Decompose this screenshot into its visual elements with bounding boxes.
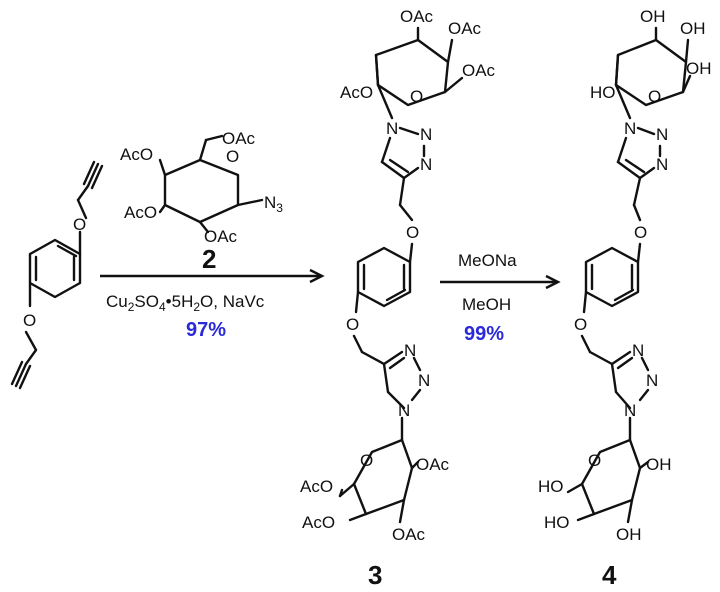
reagent-2-aco-4: AcO — [120, 145, 153, 164]
c3-bottom-oac-2: OAc — [416, 455, 450, 474]
c3-top-triazole-n3: N — [420, 155, 432, 174]
reaction-step-1: Cu2SO4•5H2O, NaVc 97% — [100, 268, 325, 341]
compound-3-label: 3 — [368, 560, 382, 590]
c4-top-ho-2: HO — [590, 83, 616, 102]
c3-top-oac-3: OAc — [448, 19, 482, 38]
c3-bottom-triazole-n3: N — [404, 341, 416, 360]
c3-bottom-oac-3: OAc — [392, 525, 426, 544]
c4-bottom-triazole-n2: N — [646, 371, 658, 390]
compound-4-label: 4 — [602, 560, 617, 590]
c4-bottom-ring-oxygen: O — [588, 451, 601, 470]
c4-bottom-oh-3: OH — [616, 525, 642, 544]
c3-bottom-aco-6: AcO — [300, 477, 333, 496]
sm-oxygen-top: O — [73, 215, 86, 234]
step-2-solvent: MeOH — [462, 295, 511, 314]
c3-ether-oxygen-bottom: O — [346, 315, 359, 334]
c3-top-oac-6: OAc — [462, 61, 496, 80]
c4-top-oh-4: OH — [640, 7, 666, 26]
c3-bottom-ring-oxygen: O — [360, 451, 373, 470]
c3-top-ring-oxygen: O — [410, 87, 423, 106]
c4-top-triazole-n3: N — [656, 155, 668, 174]
reagent-2-azide: N3 — [264, 193, 283, 215]
c4-ether-oxygen-bottom: O — [574, 315, 587, 334]
c3-bottom-triazole-n1: N — [398, 401, 410, 420]
sm-benzene-ring — [28, 238, 82, 299]
starting-material: O O — [10, 160, 104, 390]
c3-top-oac-4: OAc — [400, 7, 434, 26]
c3-ether-oxygen-top: O — [406, 223, 419, 242]
c4-top-ring-oxygen: O — [648, 87, 661, 106]
compound-2-label: 2 — [202, 244, 216, 274]
c4-bottom-triazole-n3: N — [632, 341, 644, 360]
c3-top-triazole-n1: N — [386, 119, 398, 138]
reagent-2-oac-2: OAc — [204, 227, 238, 246]
c3-top-triazole-n2: N — [420, 125, 432, 144]
c4-bottom-triazole-n1: N — [624, 401, 636, 420]
c4-bottom-ho-6: HO — [538, 477, 564, 496]
reagent-2-ring-oxygen: O — [226, 147, 239, 166]
step-2-reagent: MeONa — [458, 251, 517, 270]
c4-bottom-oh-2: OH — [646, 455, 672, 474]
c4-top-triazole-n2: N — [656, 125, 668, 144]
c4-ether-oxygen-top: O — [634, 223, 647, 242]
c4-top-oh-3: OH — [680, 19, 706, 38]
compound-4-structure: O OH OH OH HO N N N O O — [538, 7, 712, 590]
reagent-2-aco-3: AcO — [124, 203, 157, 222]
reagent-2-oac-6: OAc — [222, 129, 256, 148]
step-1-conditions: Cu2SO4•5H2O, NaVc — [106, 292, 265, 314]
c4-bottom-ho-4: HO — [544, 513, 570, 532]
c3-bottom-triazole-n2: N — [418, 371, 430, 390]
c3-top-aco-2: AcO — [340, 83, 373, 102]
sm-oxygen-bottom: O — [23, 311, 36, 330]
c4-top-oh-6: OH — [686, 59, 712, 78]
reaction-step-2: MeONa MeOH 99% — [440, 251, 561, 345]
reagent-2-structure: O OAc AcO AcO OAc N3 2 — [120, 129, 283, 274]
c3-bottom-aco-4: AcO — [302, 513, 335, 532]
step-2-yield: 99% — [464, 323, 504, 345]
compound-3-structure: O OAc OAc OAc AcO N N N O O — [300, 7, 496, 590]
step-1-yield: 97% — [186, 319, 226, 341]
c4-top-triazole-n1: N — [624, 119, 636, 138]
